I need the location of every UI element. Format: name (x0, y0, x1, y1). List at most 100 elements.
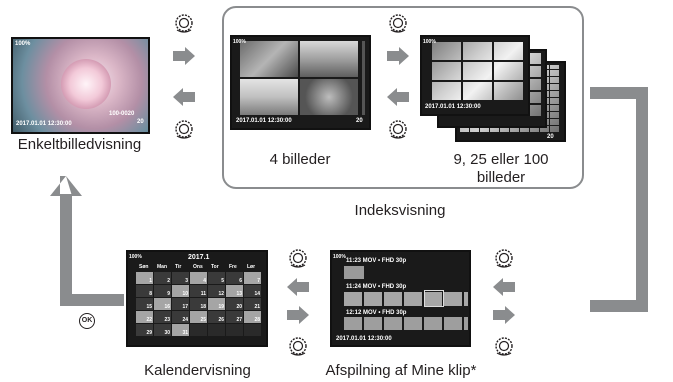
index-group-box (222, 6, 584, 189)
arrow-right-icon (493, 306, 515, 324)
calendar-date-cell[interactable]: 27 (226, 311, 243, 323)
calendar-date-cell[interactable]: 19 (208, 298, 225, 310)
myclips-screen: 100% 11:23 MOV • FHD 30p 11:24 MOV • FHD… (330, 250, 471, 347)
calendar-date-cell[interactable]: 3 (172, 272, 189, 284)
calendar-date-cell[interactable] (190, 324, 207, 336)
flow-arrow-up-left (50, 176, 124, 306)
calendar-date-cell[interactable]: 24 (172, 311, 189, 323)
calendar-date-cell[interactable]: 26 (208, 311, 225, 323)
calendar-date-number: 11 (200, 291, 206, 297)
calendar-date-cell[interactable] (226, 324, 243, 336)
calendar-date-cell[interactable]: 12 (208, 285, 225, 297)
calendar-date-cell[interactable]: 17 (172, 298, 189, 310)
calendar-date-cell[interactable]: 15 (136, 298, 153, 310)
calendar-date-number: 25 (200, 317, 206, 323)
calendar-date-cell[interactable]: 11 (190, 285, 207, 297)
arrow-right-icon (173, 47, 195, 65)
calendar-date-cell[interactable]: 20 (226, 298, 243, 310)
calendar-date-number: 15 (146, 304, 152, 310)
arrow-left-icon (287, 278, 309, 296)
rose-shape (61, 59, 111, 109)
four-image-screen: 100% 2017.01.01 12:30:00 20 (230, 35, 371, 130)
calendar-date-number: 5 (221, 278, 224, 284)
calendar-date-cell[interactable]: 1 (136, 272, 153, 284)
counter-text: 100-0020 (109, 111, 135, 117)
calendar-date-number: 6 (239, 278, 242, 284)
label-multi-line1: 9, 25 eller 100 (453, 151, 549, 168)
ok-button-icon: OK (79, 313, 95, 329)
dial-icon (389, 120, 407, 139)
thumb-2 (300, 41, 358, 77)
calendar-date-cell[interactable]: 23 (154, 311, 171, 323)
zoom-indicator: 100% (423, 39, 436, 45)
calendar-date-cell[interactable]: 22 (136, 311, 153, 323)
selected-clip[interactable] (424, 290, 444, 307)
dial-icon (175, 120, 193, 139)
dial-icon (175, 14, 193, 33)
clip-row-1-label: 11:23 MOV • FHD 30p (346, 258, 407, 264)
calendar-date-cell[interactable]: 9 (154, 285, 171, 297)
zoom-indicator: 100% (333, 254, 346, 260)
calendar-date-number: 3 (185, 278, 188, 284)
calendar-title: 2017.1 (188, 254, 210, 261)
calendar-date-cell[interactable]: 29 (136, 324, 153, 336)
zoom-indicator: 100% (129, 254, 142, 260)
calendar-date-number: 13 (236, 291, 242, 297)
dial-icon (495, 337, 513, 356)
clip-row-3-label: 12:12 MOV • FHD 30p (346, 310, 407, 316)
arrow-right-icon (287, 306, 309, 324)
clip-row-2-thumbs (344, 292, 468, 306)
calendar-date-cell[interactable]: 31 (172, 324, 189, 336)
nine-image-screen: 100% 2017.01.01 12:30:00 (420, 35, 530, 116)
calendar-date-cell[interactable]: 16 (154, 298, 171, 310)
dial-icon (389, 14, 407, 33)
calendar-date-cell[interactable] (208, 324, 225, 336)
calendar-date-number: 14 (254, 291, 260, 297)
label-index-group: Indeksvisning (354, 202, 446, 219)
calendar-date-cell[interactable]: 2 (154, 272, 171, 284)
calendar-date-cell[interactable]: 13 (226, 285, 243, 297)
calendar-date-cell[interactable]: 10 (172, 285, 189, 297)
calendar-date-number: 16 (164, 304, 170, 310)
calendar-date-cell[interactable]: 25 (190, 311, 207, 323)
frame-number: 20 (356, 118, 363, 124)
calendar-date-number: 12 (218, 291, 224, 297)
calendar-date-number: 27 (236, 317, 242, 323)
label-calendar: Kalendervisning (144, 362, 251, 379)
calendar-date-number: 2 (167, 278, 170, 284)
calendar-date-number: 7 (257, 278, 260, 284)
dial-icon (289, 249, 307, 268)
calendar-date-cell[interactable]: 8 (136, 285, 153, 297)
calendar-date-cell[interactable]: 30 (154, 324, 171, 336)
label-single: Enkeltbilledvisning (17, 136, 142, 153)
calendar-date-cell[interactable]: 6 (226, 272, 243, 284)
label-multi-line2: billeder (476, 169, 526, 186)
arrow-left-icon (493, 278, 515, 296)
calendar-date-number: 23 (164, 317, 170, 323)
zoom-indicator: 100% (233, 39, 246, 45)
timestamp: 2017.01.01 12:30:00 (425, 104, 481, 110)
calendar-date-cell[interactable]: 14 (244, 285, 261, 297)
calendar-date-number: 22 (146, 317, 152, 323)
calendar-date-cell[interactable] (244, 324, 261, 336)
calendar-date-cell[interactable]: 21 (244, 298, 261, 310)
calendar-date-number: 10 (182, 291, 188, 297)
flow-arrow-right-down (590, 87, 648, 312)
scrollbar (362, 41, 365, 115)
timestamp: 2017.01.01 12:30:00 (16, 121, 72, 127)
calendar-date-cell[interactable]: 5 (208, 272, 225, 284)
label-myclips: Afspilning af Mine klip* (325, 362, 477, 379)
calendar-date-cell[interactable]: 18 (190, 298, 207, 310)
arrow-left-icon (387, 88, 409, 106)
calendar-day-header: Fre (229, 264, 237, 270)
calendar-date-number: 18 (200, 304, 206, 310)
thumb-1 (240, 41, 298, 77)
calendar-date-number: 4 (203, 278, 206, 284)
calendar-date-number: 9 (167, 291, 170, 297)
calendar-day-header: Ons (193, 264, 203, 270)
calendar-date-cell[interactable]: 4 (190, 272, 207, 284)
calendar-date-number: 24 (182, 317, 188, 323)
calendar-date-cell[interactable]: 28 (244, 311, 261, 323)
calendar-date-cell[interactable]: 7 (244, 272, 261, 284)
